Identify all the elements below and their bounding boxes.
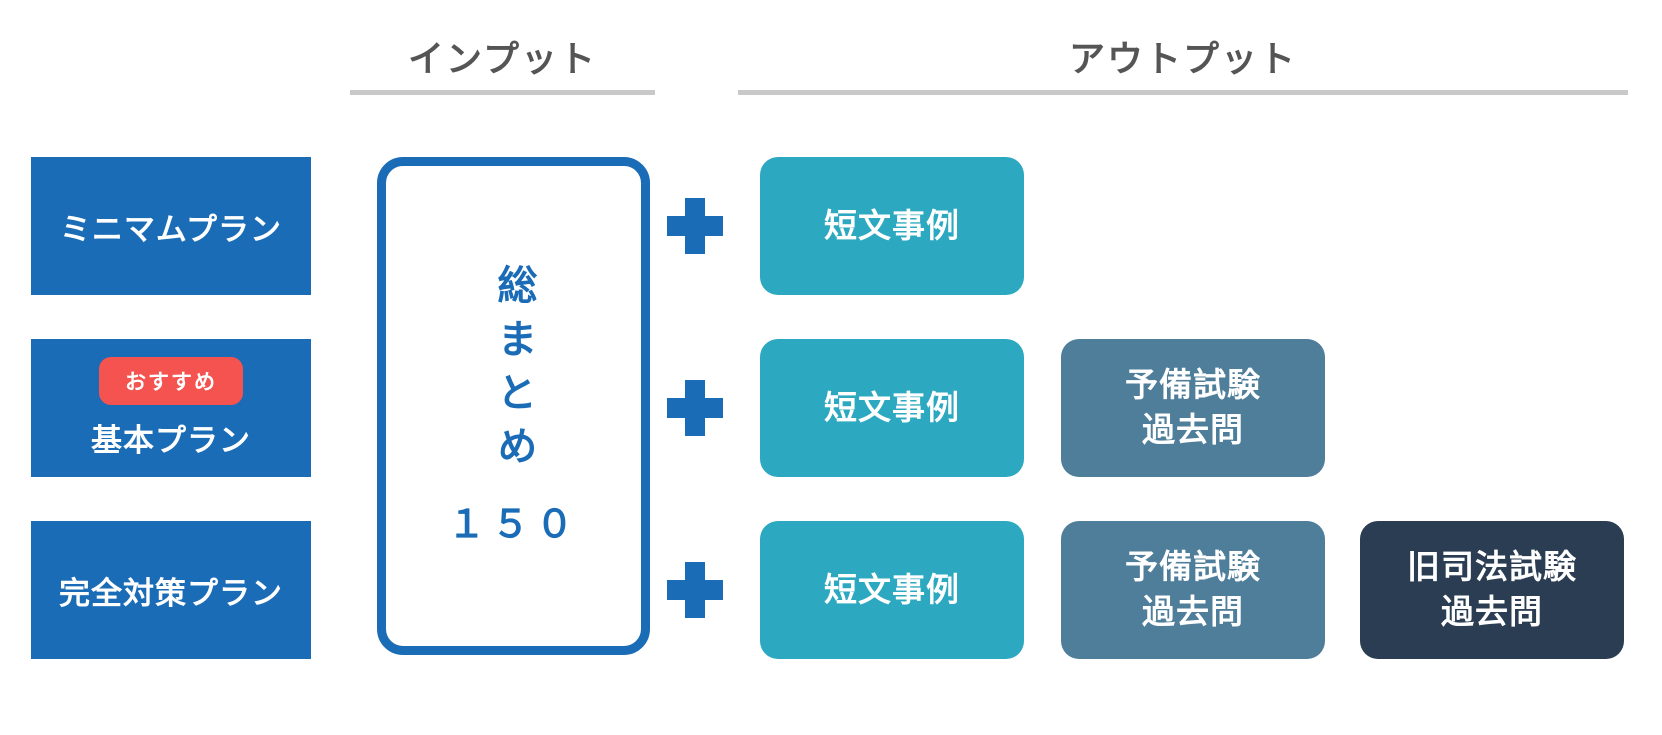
- output-box-prelim-exam-past-questions: 予備試験 過去問: [1061, 339, 1325, 477]
- input-material-box: 総まとめ １５０: [377, 157, 650, 655]
- plan-label: 基本プラン: [91, 422, 251, 458]
- output-column-header: アウトプット: [1068, 38, 1297, 79]
- output-box-label-line: 旧司法試験: [1407, 548, 1577, 586]
- plus-icon: [667, 562, 723, 618]
- output-box-label-line: 予備試験: [1125, 366, 1261, 404]
- input-column-header: インプット: [408, 38, 597, 79]
- plus-icon: [667, 198, 723, 254]
- output-box-label: 短文事例: [824, 570, 960, 608]
- output-header-underline: [738, 90, 1628, 95]
- output-box-label-line: 過去問: [1441, 593, 1543, 630]
- output-box-old-bar-exam-past-questions: 旧司法試験 過去問: [1360, 521, 1624, 659]
- output-box-label: 短文事例: [824, 388, 960, 426]
- plan-box-minimum-plan: ミニマムプラン: [31, 157, 311, 295]
- output-box-short-case-examples: 短文事例: [760, 521, 1024, 659]
- output-box-label: 短文事例: [824, 206, 960, 244]
- output-box-label-line: 過去問: [1142, 411, 1244, 448]
- output-box-short-case-examples: 短文事例: [760, 339, 1024, 477]
- plan-label: ミニマムプラン: [59, 211, 283, 247]
- recommended-badge: おすすめ: [99, 356, 243, 405]
- input-material-number: １５０: [447, 503, 580, 546]
- output-box-short-case-examples: 短文事例: [760, 157, 1024, 295]
- output-box-label-line: 予備試験: [1125, 548, 1261, 586]
- plan-box-basic-plan: おすすめ 基本プラン: [31, 339, 311, 477]
- input-material-title: 総まとめ: [491, 264, 536, 479]
- plus-icon: [667, 380, 723, 436]
- plan-box-complete-plan: 完全対策プラン: [31, 521, 311, 659]
- input-header-underline: [350, 90, 655, 95]
- output-box-prelim-exam-past-questions: 予備試験 過去問: [1061, 521, 1325, 659]
- plan-label: 完全対策プラン: [59, 575, 283, 611]
- output-box-label-line: 過去問: [1142, 593, 1244, 630]
